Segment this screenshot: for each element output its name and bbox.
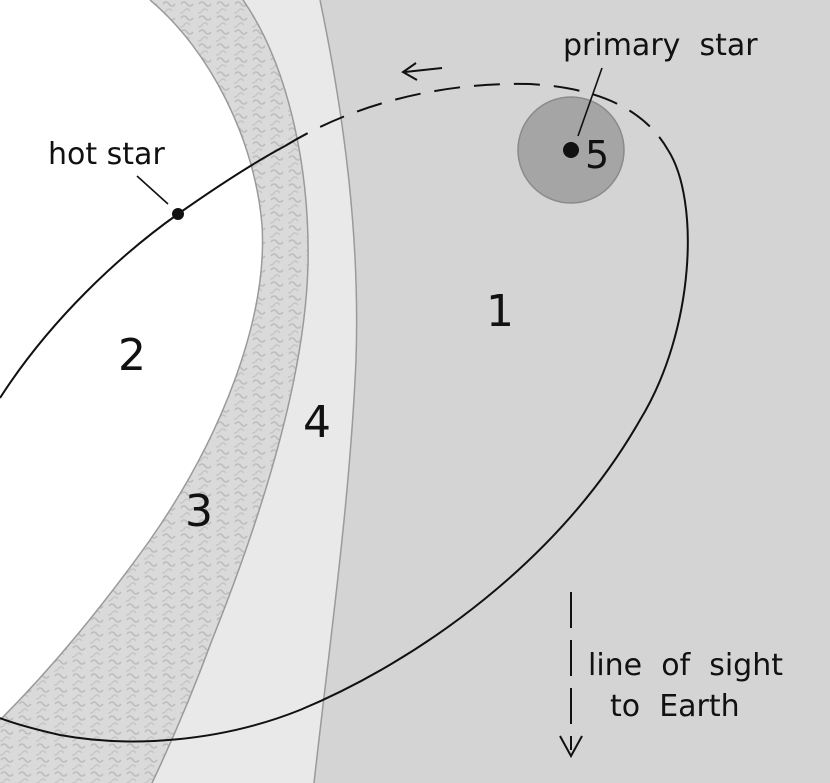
hot-star-dot	[172, 208, 184, 220]
primary-star-label: primary star	[563, 28, 758, 63]
hot-star-orbit-solid	[0, 145, 689, 743]
hot-star-leader-line	[136, 175, 169, 205]
shock-boundary-outer	[151, 0, 309, 783]
line-of-sight-label-line2: to Earth	[610, 689, 740, 724]
line-of-sight-arrow-icon	[559, 592, 583, 759]
region-3-label: 3	[185, 486, 213, 537]
line-of-sight-label-line1: line of sight	[588, 648, 783, 683]
hot-star-label: hot star	[48, 137, 165, 172]
region-5-label: 5	[585, 133, 609, 177]
hot-star-orbit-dashed	[284, 82, 669, 151]
primary-star-dot	[563, 142, 579, 158]
region-1-label: 1	[486, 286, 514, 337]
region-2-hot-star-wind	[0, 0, 263, 720]
shock-boundary-inner	[0, 0, 264, 721]
orbit-direction-arrow-icon	[401, 62, 443, 81]
region-4-label: 4	[303, 397, 331, 448]
region-2-label: 2	[118, 330, 146, 381]
primary-star-leader-line	[577, 67, 603, 137]
